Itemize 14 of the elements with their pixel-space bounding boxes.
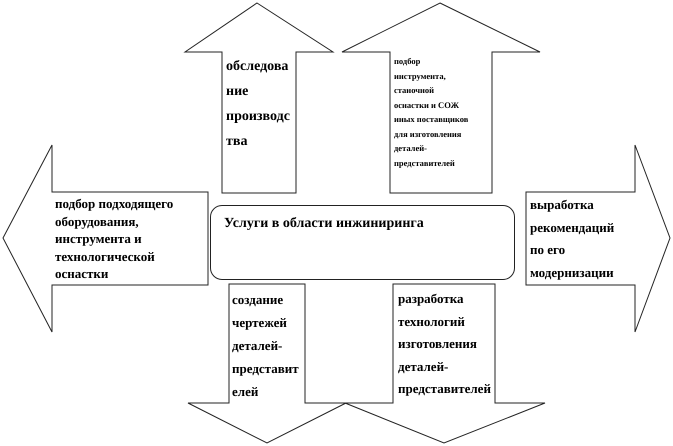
up-arrow-callout bbox=[184, 2, 334, 195]
up-arrow-callout bbox=[341, 2, 542, 195]
callout-text: разработка технологий изготовления деталей-представителей bbox=[398, 290, 492, 398]
callout-text: создание чертежей деталей-представителей bbox=[232, 291, 300, 401]
down-arrow-callout bbox=[187, 283, 347, 444]
box-title: Услуги в области инжиниринга bbox=[224, 215, 425, 233]
down-arrow-callout bbox=[344, 283, 547, 444]
callout-text: выработка рекомендаций по его модернизации bbox=[530, 196, 616, 282]
callout-text: подбор инструмента, станочной оснастки и СОЖ иных поставщиков для изготовления деталей-представителей bbox=[394, 55, 470, 170]
right-arrow-callout bbox=[525, 144, 672, 334]
left-arrow-callout bbox=[2, 144, 210, 334]
callout-text: подбор подходящего оборудования, инструмента и технологической оснастки bbox=[55, 195, 174, 282]
rounded-box bbox=[210, 205, 515, 280]
callout-text: обследование производства bbox=[226, 58, 290, 151]
